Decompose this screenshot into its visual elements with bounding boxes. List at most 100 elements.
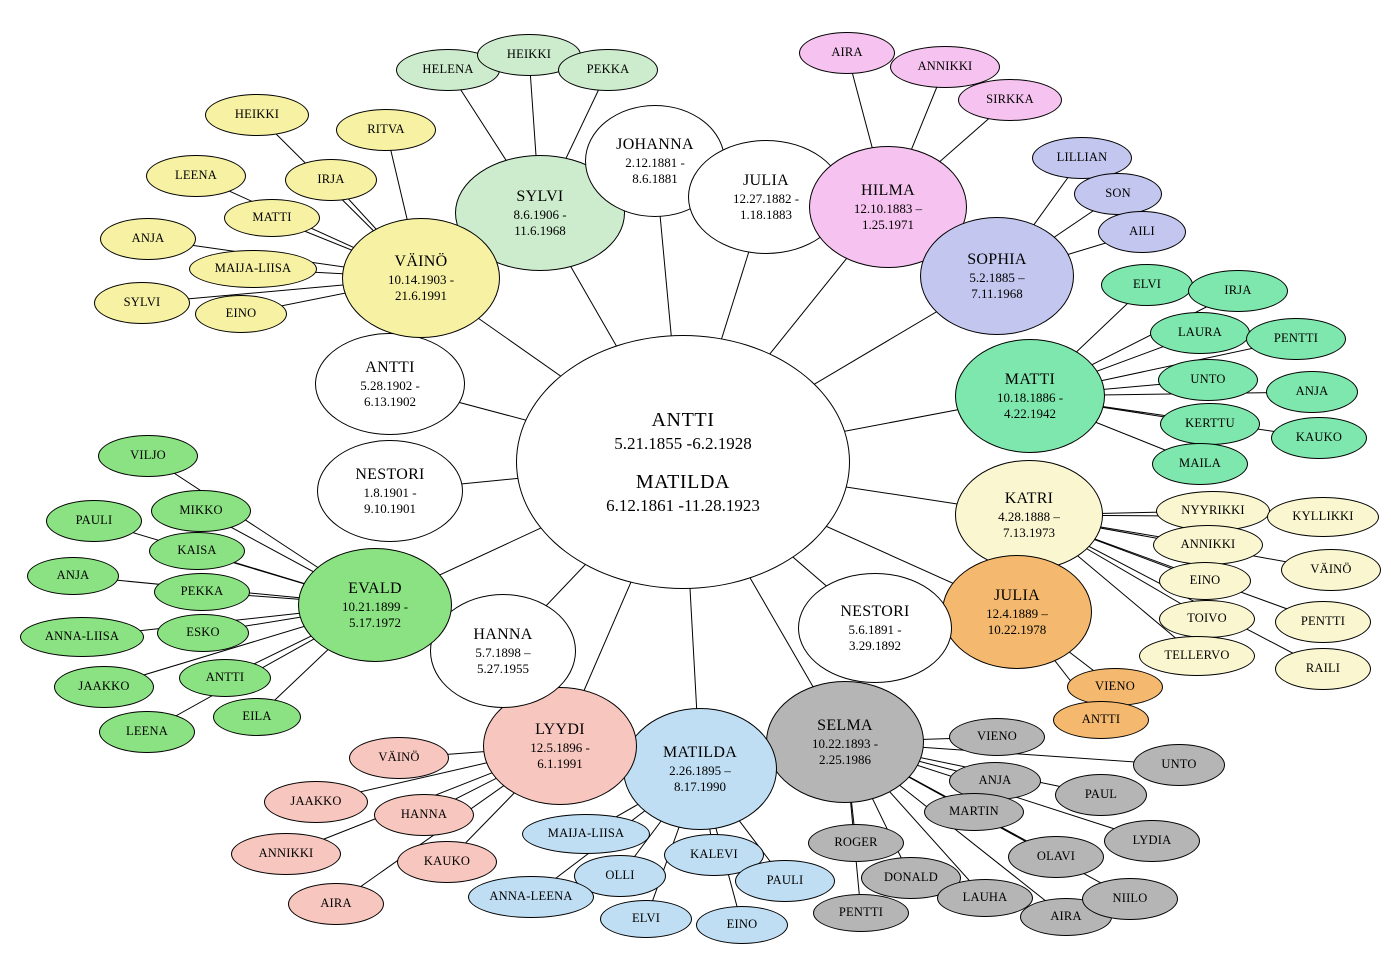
grandchild-node: PAULI [735,860,835,902]
person-name: ANJA [56,568,90,583]
person-name: OLAVI [1036,849,1076,864]
person-name: ROGER [834,835,878,850]
person-name: OLLI [605,868,635,883]
person-name: SELMA [817,716,873,734]
person-dates: 10.18.1886 - 4.22.1942 [996,389,1064,421]
person-name: PAULI [75,513,113,528]
person-dates: 2.26.1895 – 8.17.1990 [669,762,731,794]
person-name: UNTO [1161,757,1197,772]
grandchild-node: IRJA [1188,270,1288,312]
person-name: JULIA [743,171,789,189]
person-name: VÄINÖ [394,252,448,270]
person-name: VÄINÖ [378,750,420,765]
person-name: MATILDA [662,743,738,761]
person-name: RAILI [1305,661,1341,676]
grandchild-node: VIENO [949,718,1045,756]
person-name: EVALD [348,579,402,597]
grandchild-node: PENTTI [813,894,909,932]
person-name: PENTTI [1300,614,1346,629]
person-name: MATILDA [635,471,731,493]
person-name: LAURA [1177,325,1223,340]
person-dates: 12.10.1883 – 1.25.1971 [853,200,923,232]
grandchild-node: AIRA [799,32,895,74]
person-dates: 2.12.1881 - 8.6.1881 [625,154,685,186]
person-name: LAUHA [962,890,1008,905]
person-name: LILLIAN [1056,150,1108,165]
person-name: DONALD [884,870,938,885]
grandchild-node: ANJA [1266,371,1358,413]
person-name: KYLLIKKI [1292,509,1354,524]
grandchild-node: TELLERVO [1139,636,1255,676]
person-name: MATTI [252,210,292,225]
person-name: MAIJA-LIISA [547,826,625,841]
grandchild-node: ANJA [27,557,119,595]
person-name: EILA [242,709,272,724]
grandchild-node: UNTO [1158,359,1258,401]
person-name: JAAKKO [290,794,342,809]
person-name: KERTTU [1185,416,1235,431]
person-name: JULIA [994,586,1040,604]
grandchild-node: KYLLIKKI [1267,497,1379,537]
person-name: KAUKO [1295,430,1343,445]
person-dates: 12.5.1896 - 6.1.1991 [530,739,590,771]
grandchild-node: LAUHA [937,879,1033,917]
person-name: ANTTI [1081,712,1121,727]
person-name: HEIKKI [506,47,552,62]
grandchild-node: KERTTU [1160,403,1260,445]
person-name: LYDIA [1132,833,1172,848]
grandchild-node: ANNA-LIISA [20,617,144,657]
person-dates: 10.22.1893 - 2.25.1986 [811,735,879,767]
grandchild-node: VÄINÖ [1281,549,1381,591]
grandchild-node: ANNIKKI [890,46,1000,88]
grandchild-node: JAAKKO [54,666,154,708]
grandchild-node: HANNA [374,794,474,836]
person-name: LEENA [175,168,217,183]
grandchild-node: AIRA [288,883,384,925]
person-name: LEENA [126,724,168,739]
person-name: NIILO [1112,891,1148,906]
person-dates: 12.4.1889 – 10.22.1978 [986,605,1048,637]
person-name: EINO [225,306,257,321]
person-name: EINO [726,917,758,932]
grandchild-node: HEIKKI [477,34,581,76]
grandchild-node: LYDIA [1104,820,1200,862]
grandchild-node: PEKKA [558,49,658,91]
person-name: JAAKKO [78,679,130,694]
grandchild-node: ANJA [100,218,196,260]
grandchild-node: UNTO [1133,744,1225,786]
person-name: VIENO [977,729,1017,744]
grandchild-node: SIRKKA [958,79,1062,121]
grandchild-node: RAILI [1275,648,1371,690]
grandchild-node: KAISA [149,532,245,570]
grandchild-node: EILA [213,698,301,736]
person-name: PEKKA [586,62,630,77]
grandchild-node: AILI [1098,211,1186,253]
person-dates: 1.8.1901 - 9.10.1901 [363,484,417,516]
person-name: KATRI [1004,489,1054,507]
person-name: JOHANNA [616,135,694,153]
person-name: VIENO [1095,679,1135,694]
person-name: ELVI [631,911,661,926]
grandchild-node: RITVA [336,109,436,151]
grandchild-node: TOIVO [1159,600,1255,638]
person-name: ANJA [978,773,1012,788]
person-dates: 6.12.1861 -11.28.1923 [606,496,760,515]
grandchild-node: SON [1074,173,1162,215]
person-name: AILI [1129,224,1155,239]
grandchild-node: PENTTI [1246,318,1346,360]
person-dates: 5.6.1891 - 3.29.1892 [848,621,902,653]
person-name: MIKKO [179,503,223,518]
grandchild-node: KAUKO [1271,417,1367,459]
person-name: MATTI [1004,370,1056,388]
person-name: PENTTI [1273,331,1319,346]
